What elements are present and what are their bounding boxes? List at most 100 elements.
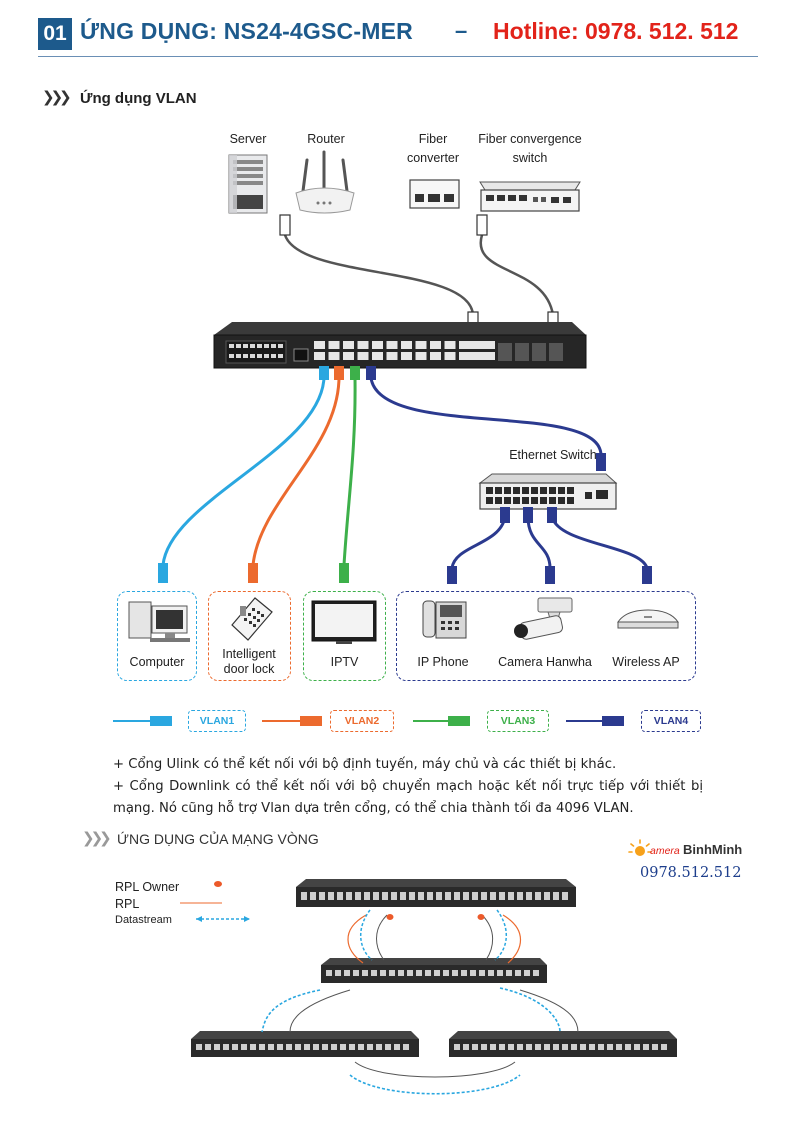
ring-switch-port	[544, 892, 550, 900]
ring-switch-port	[454, 1044, 460, 1050]
ring-switch-port	[427, 892, 433, 900]
ring-switch-port	[358, 1044, 364, 1050]
ring-switch-port	[481, 1044, 487, 1050]
ring-switch-port	[418, 892, 424, 900]
uplink-port	[470, 352, 481, 360]
switch-port	[328, 352, 340, 360]
ring-switch-port	[425, 970, 431, 976]
fiber-converter-label: Fiber converter	[406, 132, 460, 165]
ring-switch-port	[391, 892, 397, 900]
ring-switch-port	[544, 1044, 550, 1050]
section-title-vlan: Ứng dụng VLAN	[80, 90, 197, 107]
switch-port	[444, 352, 456, 360]
ring-switch-port	[241, 1044, 247, 1050]
vlan3-device-group	[303, 591, 386, 681]
iptv-icon	[311, 600, 377, 644]
switch-port	[401, 352, 412, 360]
ring-switch-port	[515, 970, 521, 976]
ring-switch-port	[454, 892, 460, 900]
ring-switch-port	[443, 970, 449, 976]
ring-switch-port	[479, 970, 485, 976]
switch-port	[328, 341, 340, 349]
ethernet-switch-icon	[478, 473, 618, 510]
switch-port	[343, 341, 354, 349]
brand-prefix: amera	[650, 845, 680, 857]
door-lock-label: Intelligent door lock	[222, 647, 276, 676]
fiber-converter-icon	[409, 179, 460, 209]
ring-switch-port	[331, 1044, 337, 1050]
switch-port	[314, 341, 325, 349]
ring-switch-port	[326, 970, 332, 976]
wireless-ap-label: Wireless AP	[612, 655, 680, 669]
switch-port	[386, 341, 398, 349]
ring-switch-port	[524, 970, 530, 976]
ring-switch-port	[337, 892, 343, 900]
ring-switch-port	[436, 892, 442, 900]
switch-port	[415, 341, 427, 349]
fiber-convergence-switch-icon	[479, 181, 581, 212]
vlan-diagram	[128, 150, 679, 644]
ring-switch-port	[535, 892, 541, 900]
ring-switch-port	[533, 970, 539, 976]
ring-switch-port	[362, 970, 368, 976]
computer-icon	[128, 601, 190, 642]
legend-rpl-owner-label: RPL Owner	[115, 880, 180, 894]
ring-switch-port	[526, 892, 532, 900]
vlan1-tag: VLAN1	[188, 710, 246, 732]
ring-switch-port	[313, 1044, 319, 1050]
camera-icon	[514, 597, 573, 640]
ring-switch-port	[463, 892, 469, 900]
switch-port	[459, 341, 470, 349]
sun-logo-icon	[628, 839, 652, 856]
switch-port	[372, 341, 383, 349]
ring-switch-port	[517, 892, 523, 900]
page-title: ỨNG DỤNG: NS24-4GSC-MER	[80, 18, 413, 44]
ring-switch-port	[322, 1044, 328, 1050]
ring-switch-port	[470, 970, 476, 976]
ring-switch-port	[416, 970, 422, 976]
vlan3-tag: VLAN3	[487, 710, 549, 732]
header-divider	[38, 56, 758, 57]
switch-port	[430, 341, 441, 349]
ring-switch-port	[643, 1044, 649, 1050]
ring-switch-port	[277, 1044, 283, 1050]
switch-port	[430, 352, 441, 360]
title-dash: –	[455, 18, 468, 43]
ring-switch-port	[472, 892, 478, 900]
ring-diagram	[180, 879, 677, 1095]
uplink-port	[470, 341, 481, 349]
ring-switch-port	[490, 1044, 496, 1050]
switch-port	[444, 341, 456, 349]
ring-switch-port	[488, 970, 494, 976]
ring-switch-port	[353, 970, 359, 976]
ring-switch-port	[607, 1044, 613, 1050]
ring-switch-port	[394, 1044, 400, 1050]
ring-switch-port	[346, 892, 352, 900]
ring-switch-port	[301, 892, 307, 900]
ring-switch-port	[452, 970, 458, 976]
ring-switch-port	[286, 1044, 292, 1050]
ring-switch-port	[517, 1044, 523, 1050]
ring-switch-port	[335, 970, 341, 976]
ring-switch-port	[205, 1044, 211, 1050]
switch-port	[415, 352, 427, 360]
ring-switch-port	[196, 1044, 202, 1050]
ring-switch-port	[535, 1044, 541, 1050]
ethernet-switch-label: Ethernet Switch	[509, 448, 597, 462]
ring-switch-port	[400, 892, 406, 900]
legend-datastream-label: Datastream	[115, 914, 172, 926]
ring-switch-port	[340, 1044, 346, 1050]
ring-switch-port	[463, 1044, 469, 1050]
ring-switch-port	[499, 1044, 505, 1050]
switch-port	[314, 352, 325, 360]
ring-switch-port	[553, 892, 559, 900]
ip-phone-label: IP Phone	[417, 655, 469, 669]
ring-switch-port	[661, 1044, 667, 1050]
ring-switch-port	[434, 970, 440, 976]
brand-phone: 0978.512.512	[640, 865, 742, 881]
iptv-label: IPTV	[330, 655, 359, 669]
ring-switch-port	[625, 1044, 631, 1050]
uplink-port	[484, 352, 495, 360]
ring-switch-port	[580, 1044, 586, 1050]
ring-switch-port	[445, 892, 451, 900]
